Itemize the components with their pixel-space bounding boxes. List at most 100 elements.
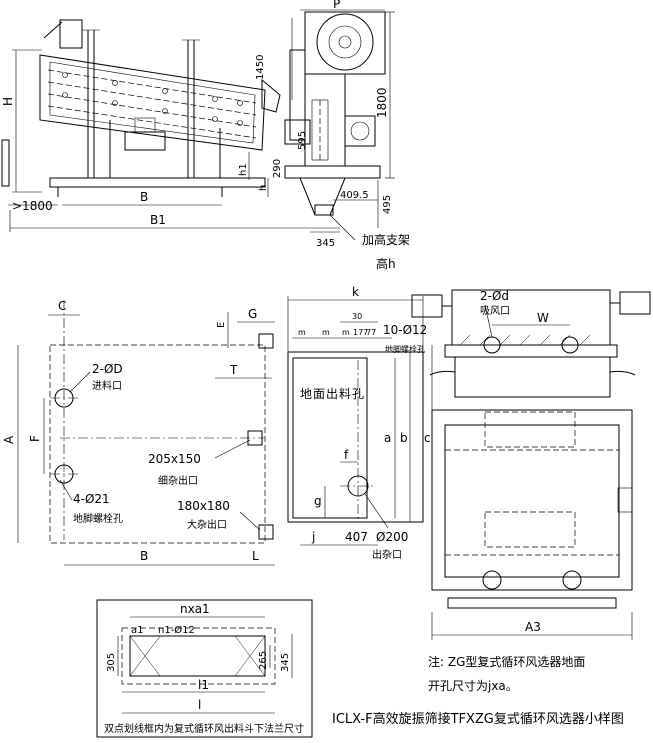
dim-T: T — [229, 363, 238, 377]
height-h-label: 高h — [376, 256, 396, 271]
dim-407: 407 — [345, 530, 368, 544]
dim-30: 30 — [352, 312, 362, 321]
wall-segment — [1, 139, 10, 187]
dim-409-5: 409.5 — [340, 190, 369, 201]
dim-a1: a1 — [131, 625, 144, 636]
dim-595: 595 — [297, 131, 308, 150]
top-outlet-2 — [562, 570, 582, 590]
dim-A: A — [2, 435, 16, 444]
bolt2-spec: 10-Ø12 — [383, 323, 427, 337]
floor-opening — [292, 357, 368, 519]
top-motor-left — [411, 294, 443, 318]
dim-290: 290 — [272, 159, 283, 178]
dim-77: 77 — [366, 328, 376, 337]
floor-view: k 30 m m m 177 77 10-Ø12 地脚螺栓孔 地面出料孔 a b… — [287, 285, 433, 561]
outlet-label: 出杂口 — [372, 548, 402, 561]
top-frame — [431, 409, 633, 591]
bolt2-label: 地脚螺栓孔 — [385, 344, 425, 354]
dim-345: 345 — [316, 238, 335, 249]
end-main-column — [304, 73, 346, 167]
end-feed-duct — [289, 49, 306, 141]
dim-nxa1: nxa1 — [180, 602, 210, 616]
top-base — [447, 597, 617, 609]
coarse-size: 180x180 — [177, 499, 230, 513]
coarse-outlet-square — [258, 524, 274, 540]
suction-spec: 2-Ød — [480, 289, 509, 303]
fine-size: 205x150 — [148, 452, 201, 466]
bolt-label: 地脚螺栓孔 — [73, 512, 123, 525]
dim-l1: l1 — [198, 678, 209, 692]
top-outlet-1 — [482, 570, 502, 590]
top-window-lower — [484, 511, 576, 548]
side-motor — [134, 117, 156, 133]
dim-j: j — [311, 530, 315, 544]
screen-deck-lines — [47, 69, 257, 139]
suction-label: 吸风口 — [480, 305, 510, 317]
side-inlet-chute — [43, 21, 63, 39]
detail-dashframe — [121, 627, 276, 685]
end-outlet — [314, 204, 334, 216]
top-frame-inner — [444, 424, 620, 578]
dim-1800: 1800 — [375, 87, 389, 118]
dim-C: C — [58, 299, 66, 313]
dim-m1: m — [298, 328, 306, 337]
detail-border — [96, 599, 313, 738]
dim-1450: 1450 — [255, 55, 266, 80]
fine-outlet-square — [258, 333, 274, 349]
floor-frame — [287, 351, 424, 523]
dim-c: c — [424, 431, 431, 445]
dim-f: f — [344, 448, 349, 462]
top-duct-hatch — [459, 334, 591, 346]
dim-265: 265 — [258, 651, 269, 670]
dim-G: G — [248, 307, 257, 321]
side-drive — [124, 131, 166, 151]
dim-B-plan: B — [140, 549, 148, 563]
top-duct — [451, 289, 611, 346]
side-inlet — [59, 19, 83, 49]
bolt-spec: 4-Ø21 — [73, 492, 110, 506]
support-label: 加高支架 — [362, 232, 410, 247]
screen-inner — [49, 61, 256, 144]
detail-cross-hatch — [129, 635, 266, 677]
coarse-label: 大杂出口 — [187, 518, 227, 531]
top-pipe-right — [609, 370, 636, 376]
detail-view: nxa1 a1 n1-Ø12 305 265 345 l1 l 双点划线框内为复… — [96, 599, 313, 738]
dim-g: g — [314, 494, 322, 508]
dim-L: L — [252, 549, 259, 563]
dim-a: a — [384, 431, 391, 445]
dim-h1: h1 — [238, 163, 249, 176]
inlet-spec: 2-ØD — [92, 362, 123, 376]
dim-n1: n1-Ø12 — [158, 624, 195, 636]
dim-over1800: >1800 — [12, 199, 53, 213]
end-hopper — [299, 177, 346, 216]
note-line-2: 开孔尺寸为jxa。 — [428, 679, 518, 693]
top-motor-right — [619, 291, 651, 315]
dim-h: h — [258, 185, 269, 191]
dim-177: 177 — [353, 328, 368, 337]
plan-view: C E G T A F B L 2-ØD 进料口 4-Ø21 地脚螺栓孔 205… — [2, 299, 275, 566]
screen-body — [39, 54, 266, 151]
dim-b: b — [400, 431, 408, 445]
top-chamber — [454, 356, 611, 398]
end-feed-box — [284, 119, 311, 145]
dim-E: E — [216, 322, 227, 328]
dim-495: 495 — [382, 195, 393, 214]
outlet-spec: Ø200 — [376, 530, 408, 544]
inlet-label: 进料口 — [92, 379, 122, 392]
dim-F: F — [28, 435, 42, 442]
end-view: P 1450 1800 595 290 409.5 495 345 加高支架 高… — [255, 0, 410, 271]
top-window-upper — [484, 411, 576, 448]
dim-k: k — [352, 285, 359, 299]
floor-outlet-label: 地面出料孔 — [300, 387, 365, 401]
dim-345-detail: 345 — [280, 653, 291, 672]
screen-bolts — [62, 72, 243, 126]
dim-B1: B1 — [150, 213, 166, 227]
note-line-1: 注: ZG型复式循环风选器地面 — [428, 654, 585, 669]
drawing-title: ICLX-F高效旋振筛接TFXZG复式循环风选器小样图 — [332, 711, 624, 727]
top-pipe-left — [429, 370, 456, 376]
fan-volute — [316, 13, 374, 71]
fine-outlet-square-2 — [247, 430, 263, 446]
dim-l: l — [198, 698, 201, 712]
end-motor — [344, 115, 376, 147]
